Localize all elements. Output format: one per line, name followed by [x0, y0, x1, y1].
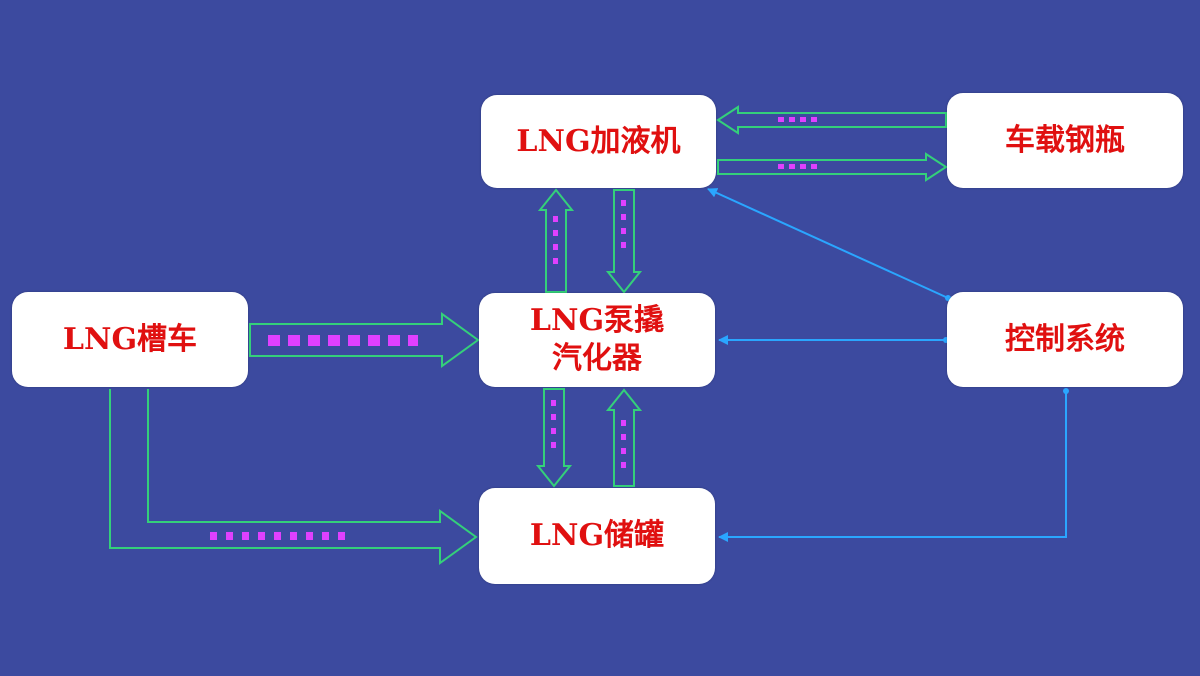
pipe-label-tanker-to-storage: [210, 532, 345, 540]
pipe-label-tanker-to-pump: [268, 335, 418, 346]
pipe-pump-to-storage: [535, 388, 573, 488]
node-label: LNG储罐: [529, 518, 665, 553]
pipe-tanker-to-pump: [249, 312, 480, 368]
node-lng-dispenser: LNG加液机: [481, 95, 716, 188]
node-lng-storage-tank: LNG储罐: [479, 488, 715, 584]
pipe-dispenser-to-cylinder: [717, 152, 948, 182]
pipe-pump-to-dispenser: [537, 188, 575, 293]
pipe-cylinder-to-dispenser: [716, 105, 947, 135]
node-label-line1: LNG泵撬: [529, 303, 665, 338]
pipe-label-pump-dispenser: [553, 200, 626, 264]
node-vehicle-cylinder: 车载钢瓶: [947, 93, 1183, 188]
node-pump-skid-vaporizer: LNG泵撬 汽化器: [479, 293, 715, 387]
node-label-line2: 汽化器: [552, 341, 642, 376]
signal-control-to-storage: [718, 388, 1069, 542]
pipe-storage-to-pump: [605, 388, 643, 487]
pipe-label-pump-storage: [551, 400, 626, 468]
node-lng-tanker: LNG槽车: [12, 292, 248, 387]
node-control-system: 控制系统: [947, 292, 1183, 387]
pipe-tanker-to-storage: [109, 389, 478, 565]
node-label: 车载钢瓶: [1005, 122, 1125, 158]
node-label: LNG加液机: [516, 123, 681, 159]
signal-control-to-dispenser: [707, 188, 951, 301]
node-label: LNG槽车: [62, 321, 198, 357]
node-label: 控制系统: [1005, 321, 1125, 357]
pipe-label-cylinder-to-dispenser: [778, 117, 817, 122]
pipe-label-dispenser-to-cylinder: [778, 164, 817, 169]
pipe-dispenser-to-pump: [605, 189, 643, 294]
